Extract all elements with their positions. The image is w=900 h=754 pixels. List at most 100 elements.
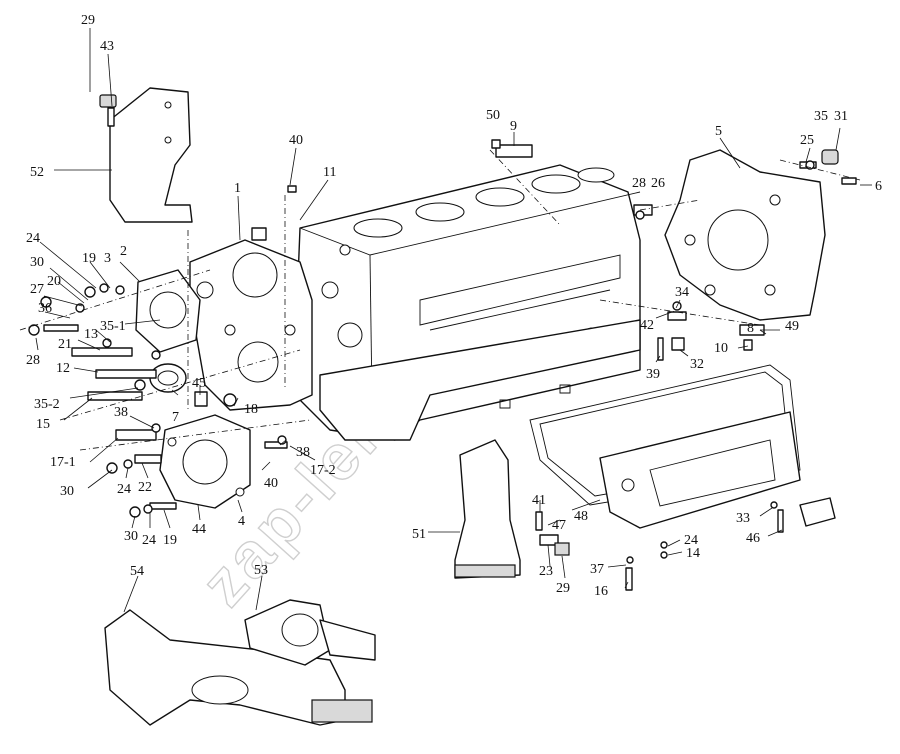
callout-11: 11 <box>323 165 336 180</box>
callout-38b: 38 <box>296 445 310 460</box>
callout-51: 51 <box>412 527 426 542</box>
callout-21: 21 <box>58 337 72 352</box>
callout-42: 42 <box>640 318 654 333</box>
callout-27: 27 <box>30 282 44 297</box>
callout-19b: 19 <box>163 533 177 548</box>
callout-7: 7 <box>172 410 179 425</box>
callout-24a: 24 <box>26 231 40 246</box>
bolt-15 <box>87 391 143 401</box>
callout-20: 20 <box>47 274 61 289</box>
callout-34: 34 <box>675 285 689 300</box>
callout-47: 47 <box>552 518 566 533</box>
callout-13: 13 <box>84 327 98 342</box>
nut-29 <box>99 94 117 108</box>
callout-9: 9 <box>510 119 517 134</box>
callout-44: 44 <box>192 522 206 537</box>
callout-23: 23 <box>539 564 553 579</box>
bolt-50 <box>491 139 501 149</box>
plate-9 <box>495 144 533 158</box>
front-plate <box>189 227 313 411</box>
stud-22 <box>134 454 162 464</box>
cover-plate-3 <box>135 269 201 353</box>
callout-49: 49 <box>785 319 799 334</box>
callout-39: 39 <box>646 367 660 382</box>
callout-28-left: 28 <box>26 353 40 368</box>
cylinder-block <box>295 164 641 441</box>
bracket-52 <box>109 87 193 223</box>
callout-28-top: 28 <box>632 176 646 191</box>
callout-40: 40 <box>289 133 303 148</box>
callout-30a: 30 <box>30 255 44 270</box>
stud-43 <box>107 107 115 127</box>
callout-14: 14 <box>686 546 700 561</box>
cover-46 <box>799 497 836 527</box>
bolt-17-2 <box>264 441 288 449</box>
nut-29b <box>554 542 570 556</box>
callout-25: 25 <box>800 133 814 148</box>
callout-5: 5 <box>715 124 722 139</box>
callout-35-1: 35-1 <box>100 319 126 334</box>
alignment-lines <box>19 149 861 451</box>
plug-31 <box>821 149 839 165</box>
bracket-51 <box>454 439 521 579</box>
callout-40b: 40 <box>264 476 278 491</box>
leader-lines <box>35 28 872 613</box>
callout-53: 53 <box>254 563 268 578</box>
valve-32 <box>671 337 685 351</box>
callout-29b: 29 <box>556 581 570 596</box>
callout-46: 46 <box>746 531 760 546</box>
callout-15: 15 <box>36 417 50 432</box>
pin-39 <box>657 337 664 361</box>
callout-3: 3 <box>104 251 111 266</box>
bolt-17-1 <box>115 429 157 441</box>
callout-17-2: 17-2 <box>310 463 336 478</box>
bolt-33 <box>777 509 784 533</box>
callout-29: 29 <box>81 13 95 28</box>
pin-41 <box>535 511 543 531</box>
callout-26: 26 <box>651 176 665 191</box>
callout-22: 22 <box>138 480 152 495</box>
stud-19 <box>149 502 177 510</box>
callouts: 29 43 52 40 11 1 50 9 5 35 31 25 28 26 6… <box>26 13 882 599</box>
bolt-23 <box>539 534 559 546</box>
callout-35-2: 35-2 <box>34 397 60 412</box>
plug-45 <box>194 391 208 407</box>
bolt-21 <box>43 324 79 332</box>
callout-45: 45 <box>192 376 206 391</box>
bolt-16 <box>625 567 633 591</box>
callout-17-1: 17-1 <box>50 455 76 470</box>
bolt-13 <box>71 347 133 357</box>
callout-32: 32 <box>690 357 704 372</box>
gear-housing-44 <box>159 414 251 509</box>
fasteners <box>43 94 857 591</box>
callout-52: 52 <box>30 165 44 180</box>
front-support-54 <box>104 609 373 726</box>
callout-54: 54 <box>130 564 144 579</box>
callout-16: 16 <box>594 584 608 599</box>
callout-33: 33 <box>736 511 750 526</box>
callout-30b: 30 <box>60 484 74 499</box>
callout-35: 35 <box>814 109 828 124</box>
callout-10: 10 <box>714 341 728 356</box>
callout-50: 50 <box>486 108 500 123</box>
callout-1: 1 <box>234 181 241 196</box>
callout-8: 8 <box>747 321 754 336</box>
callout-24d: 24 <box>684 533 698 548</box>
washer-42 <box>667 311 687 321</box>
callout-36: 36 <box>38 301 52 316</box>
callout-38a: 38 <box>114 405 128 420</box>
support-53 <box>244 599 376 666</box>
callout-12: 12 <box>56 361 70 376</box>
callout-2: 2 <box>120 244 127 259</box>
bolt-12 <box>95 369 157 379</box>
oil-pan-48 <box>599 411 801 529</box>
callout-43: 43 <box>100 39 114 54</box>
callout-41: 41 <box>532 493 546 508</box>
callout-19a: 19 <box>82 251 96 266</box>
callout-31: 31 <box>834 109 848 124</box>
callout-24c: 24 <box>142 533 156 548</box>
flywheel-housing-5 <box>664 149 826 321</box>
callout-30c: 30 <box>124 529 138 544</box>
